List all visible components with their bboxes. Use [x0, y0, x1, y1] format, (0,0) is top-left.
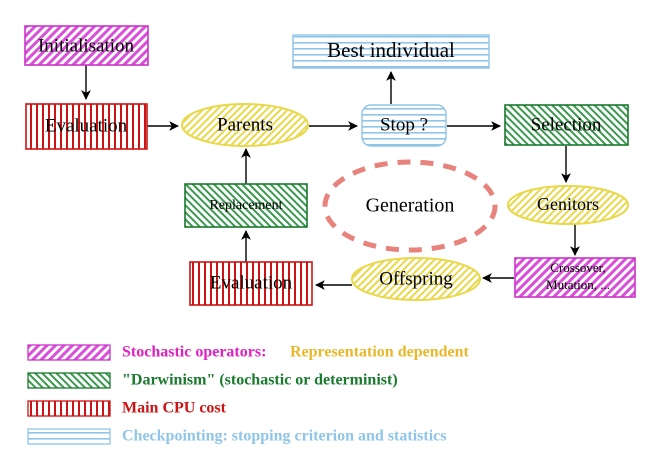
- best-individual-box[interactable]: [292, 34, 490, 69]
- crossover-label-line2: Mutation, ...: [546, 277, 610, 292]
- evaluation-top-box[interactable]: [25, 103, 148, 150]
- stop-box[interactable]: [361, 104, 447, 147]
- selection-label: Selection: [531, 114, 602, 135]
- node-generation: Generation: [322, 159, 498, 253]
- parents-ellipse[interactable]: [181, 103, 309, 147]
- legend-row-main-cpu-cost: Main CPU cost: [27, 400, 227, 417]
- legend-label-checkpointing: Checkpointing: stopping criterion and st…: [122, 428, 446, 445]
- parents-label: Parents: [217, 114, 273, 135]
- replacement-label: Replacement: [209, 198, 282, 213]
- node-crossover-mutation[interactable]: Crossover, Mutation, ...: [514, 257, 636, 298]
- offspring-label: Offspring: [379, 268, 453, 289]
- node-genitors[interactable]: Genitors: [507, 185, 629, 225]
- node-parents[interactable]: Parents: [181, 103, 309, 147]
- stop-label: Stop ?: [380, 114, 428, 135]
- initialisation-label: Initialisation: [38, 35, 135, 56]
- legend: Stochastic operators: Representation dep…: [27, 344, 469, 445]
- legend-swatch-magenta: [27, 344, 111, 361]
- node-selection[interactable]: Selection: [504, 104, 629, 146]
- node-offspring[interactable]: Offspring: [351, 257, 481, 301]
- genitors-label: Genitors: [537, 194, 599, 214]
- legend-swatch-red: [27, 400, 111, 417]
- node-initialisation[interactable]: Initialisation: [24, 25, 149, 66]
- node-best-individual[interactable]: Best individual: [292, 34, 490, 69]
- legend-row-darwinism: "Darwinism" (stochastic or determinist): [27, 372, 398, 389]
- generation-dashed-ellipse: [322, 159, 498, 253]
- offspring-ellipse[interactable]: [351, 257, 481, 301]
- generation-label: Generation: [366, 195, 455, 217]
- replacement-box[interactable]: [184, 183, 308, 228]
- edges-group: [81, 65, 580, 290]
- evaluation-top-label: Evaluation: [45, 115, 128, 136]
- node-evaluation-top[interactable]: Evaluation: [25, 103, 148, 150]
- legend-label-stochastic-operators: Stochastic operators:: [122, 344, 266, 361]
- legend-label-representation-dependent: Representation dependent: [290, 344, 469, 361]
- legend-swatch-blue: [27, 428, 111, 445]
- node-replacement[interactable]: Replacement: [184, 183, 308, 228]
- evaluation-bottom-box[interactable]: [189, 261, 313, 306]
- legend-label-darwinism: "Darwinism" (stochastic or determinist): [122, 372, 398, 389]
- legend-row-checkpointing: Checkpointing: stopping criterion and st…: [27, 428, 446, 445]
- legend-swatch-green: [27, 372, 111, 389]
- selection-box[interactable]: [504, 104, 629, 146]
- genitors-ellipse[interactable]: [507, 185, 629, 225]
- crossover-mutation-box[interactable]: [514, 257, 636, 298]
- initialisation-box[interactable]: [24, 25, 149, 66]
- node-stop[interactable]: Stop ?: [361, 104, 447, 147]
- node-evaluation-bottom[interactable]: Evaluation: [189, 261, 313, 306]
- legend-row-stochastic-operators: Stochastic operators: Representation dep…: [27, 344, 469, 361]
- best-individual-label: Best individual: [327, 38, 455, 62]
- crossover-label-line1: Crossover,: [550, 260, 605, 275]
- evaluation-bottom-label: Evaluation: [210, 272, 293, 293]
- legend-label-main-cpu-cost: Main CPU cost: [122, 400, 227, 417]
